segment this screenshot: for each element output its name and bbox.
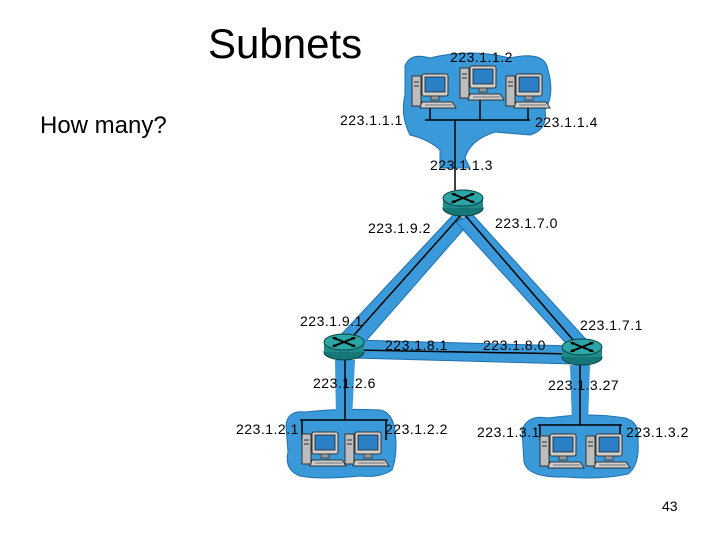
page-number: 43: [662, 498, 678, 514]
label-left-host-2: 223.1.2.2: [385, 421, 448, 437]
label-link-left-lower: 223.1.9.1: [300, 313, 363, 329]
label-link-right-upper: 223.1.7.0: [495, 215, 558, 231]
router-left-icon: [323, 333, 365, 361]
label-link-right-lower: 223.1.7.1: [580, 317, 643, 333]
label-link-bottom-right: 223.1.8.0: [483, 337, 546, 353]
router-top-icon: [442, 189, 484, 217]
label-left-host-1: 223.1.2.1: [236, 421, 299, 437]
slide-question: How many?: [40, 112, 167, 139]
label-top-router: 223.1.1.3: [430, 157, 493, 173]
label-top-host-4: 223.1.1.4: [535, 114, 598, 130]
label-right-host-1: 223.1.3.1: [477, 424, 540, 440]
label-top-host-1: 223.1.1.1: [340, 112, 403, 128]
label-right-host-2: 223.1.3.2: [626, 424, 689, 440]
label-top-host-2: 223.1.1.2: [450, 49, 513, 65]
label-left-router-lan: 223.1.2.6: [313, 375, 376, 391]
slide-title: Subnets: [208, 20, 363, 67]
router-right-icon: [561, 338, 603, 366]
label-right-router-lan: 223.1.3.27: [548, 377, 619, 393]
label-link-bottom-left: 223.1.8.1: [385, 337, 448, 353]
label-link-left-upper: 223.1.9.2: [368, 220, 431, 236]
